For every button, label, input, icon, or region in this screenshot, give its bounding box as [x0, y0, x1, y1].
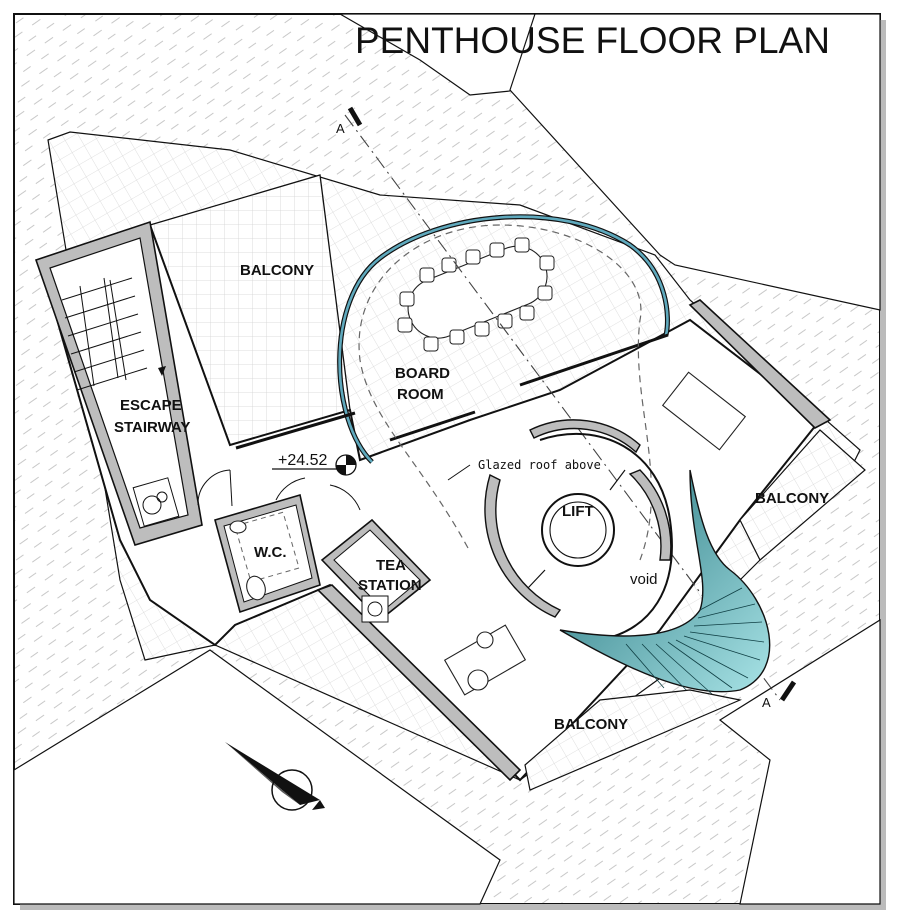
board-room-label-line2: ROOM: [397, 386, 444, 403]
site-parcel-bottom-right: [718, 618, 881, 905]
section-marker-icon: [347, 106, 797, 702]
section-label-bottom: A: [762, 695, 771, 710]
tea-station: [320, 518, 432, 623]
void-label: void: [630, 571, 658, 588]
glazed-roof-note: Glazed roof above: [478, 458, 601, 472]
tea-label-line2: STATION: [358, 577, 422, 594]
right-office: [661, 299, 866, 561]
escape-label-line1: ESCAPE: [120, 397, 182, 414]
balcony-bottom-label: BALCONY: [554, 716, 628, 733]
site-parcel-right: [509, 13, 881, 311]
bottom-office: [316, 584, 743, 791]
balcony-right-area: [739, 429, 866, 561]
balcony-bottom-area: [524, 689, 743, 791]
level-marker-icon: [272, 454, 357, 476]
balcony-right-label: BALCONY: [755, 490, 829, 507]
wheelchair-icon: [132, 477, 180, 527]
escape-label-line2: STAIRWAY: [114, 419, 190, 436]
board-room-label-line1: BOARD: [395, 365, 450, 382]
north-arrow-icon: [225, 742, 325, 811]
wc-label: W.C.: [254, 544, 287, 561]
site-parcel-top: [337, 13, 536, 96]
site-parcel-bottom: [13, 649, 501, 905]
escape-stairway: [34, 220, 203, 546]
section-label-top: A: [336, 121, 345, 136]
board-room-enclosure: [235, 214, 670, 561]
balcony-main-label: BALCONY: [240, 262, 314, 279]
level-value: +24.52: [278, 452, 327, 469]
lift-label: LIFT: [562, 503, 594, 520]
plan-title: PENTHOUSE FLOOR PLAN: [355, 20, 830, 61]
tea-label-line1: TEA: [376, 557, 406, 574]
lift-core: [484, 419, 673, 641]
door-swings: [197, 469, 361, 511]
wc-room: [214, 493, 321, 614]
spiral-stair: [559, 469, 771, 695]
